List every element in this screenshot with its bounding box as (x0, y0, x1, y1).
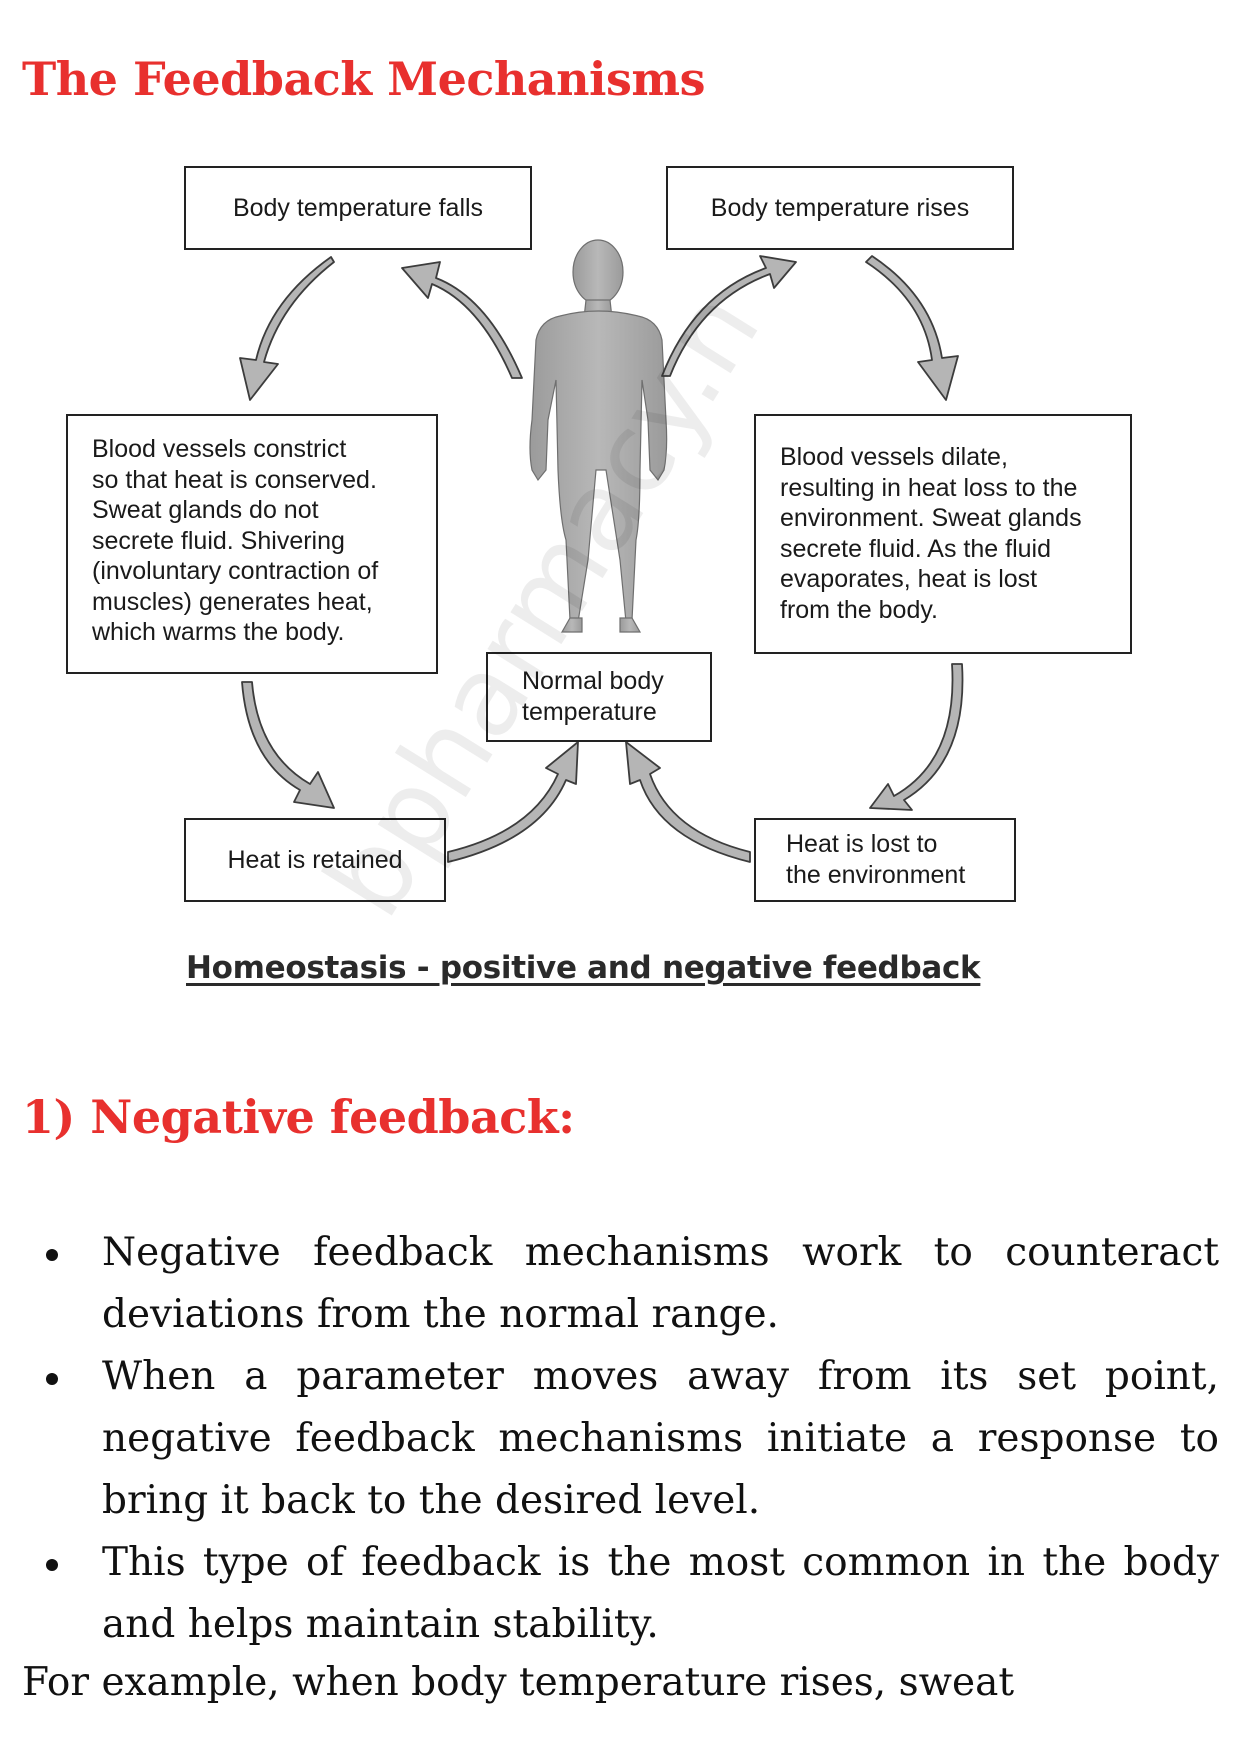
heat-lost-box: Heat is lost to the environment (754, 818, 1016, 902)
dilate-line: Blood vessels dilate, (780, 443, 1008, 471)
constrict-line: secrete fluid. Shivering (92, 526, 345, 555)
constrict-box: Blood vessels constrict so that heat is … (66, 414, 438, 674)
homeostasis-diagram: Body temperature falls Body temperature … (66, 166, 1132, 986)
normal-temp-line: temperature (522, 698, 657, 726)
page-title: The Feedback Mechanisms (22, 52, 706, 106)
list-item: When a parameter moves away from its set… (0, 1346, 1241, 1532)
human-body-silhouette-icon (529, 239, 668, 633)
section-heading: 1) Negative feedback: (22, 1090, 575, 1144)
constrict-line: (involuntary contraction of (92, 557, 379, 585)
dilate-line: from the body. (780, 595, 938, 624)
curved-arrow-icon (239, 255, 964, 863)
dilate-line: secrete fluid. As the fluid (780, 534, 1051, 563)
example-text: For example, when body temperature rises… (22, 1660, 1015, 1705)
temp-rises-label: Body temperature rises (710, 193, 970, 222)
heat-lost-line: the environment (786, 861, 966, 889)
heat-retained-label: Heat is retained (227, 845, 403, 874)
list-item: Negative feedback mechanisms work to cou… (0, 1222, 1241, 1346)
temp-falls-box: Body temperature falls (184, 166, 532, 250)
list-item: This type of feedback is the most common… (0, 1532, 1241, 1656)
bullet-list: Negative feedback mechanisms work to cou… (0, 1222, 1241, 1656)
list-item-text: This type of feedback is the most common… (102, 1540, 1219, 1647)
constrict-line: so that heat is conserved. (92, 465, 377, 494)
heat-lost-line: Heat is lost to (786, 830, 938, 858)
dilate-line: environment. Sweat glands (780, 504, 1082, 532)
bullet-dot-icon (46, 1373, 58, 1385)
list-item-text: When a parameter moves away from its set… (102, 1354, 1219, 1523)
dilate-line: resulting in heat loss to the (780, 473, 1078, 502)
normal-temp-line: Normal body (522, 667, 664, 695)
bullet-dot-icon (46, 1249, 58, 1261)
constrict-line: Sweat glands do not (92, 496, 319, 524)
temp-falls-label: Body temperature falls (232, 193, 484, 222)
normal-temp-box: Normal body temperature (486, 652, 712, 742)
list-item-text: Negative feedback mechanisms work to cou… (102, 1230, 1219, 1337)
diagram-caption: Homeostasis - positive and negative feed… (186, 950, 981, 986)
constrict-line: Blood vessels constrict (92, 435, 347, 463)
dilate-line: evaporates, heat is lost (780, 565, 1038, 593)
dilate-box: Blood vessels dilate, resulting in heat … (754, 414, 1132, 654)
constrict-line: which warms the body. (92, 618, 345, 646)
constrict-line: muscles) generates heat, (92, 587, 373, 616)
temp-rises-box: Body temperature rises (666, 166, 1014, 250)
heat-retained-box: Heat is retained (184, 818, 446, 902)
diagram-graphics (239, 239, 964, 863)
bullet-dot-icon (46, 1559, 58, 1571)
